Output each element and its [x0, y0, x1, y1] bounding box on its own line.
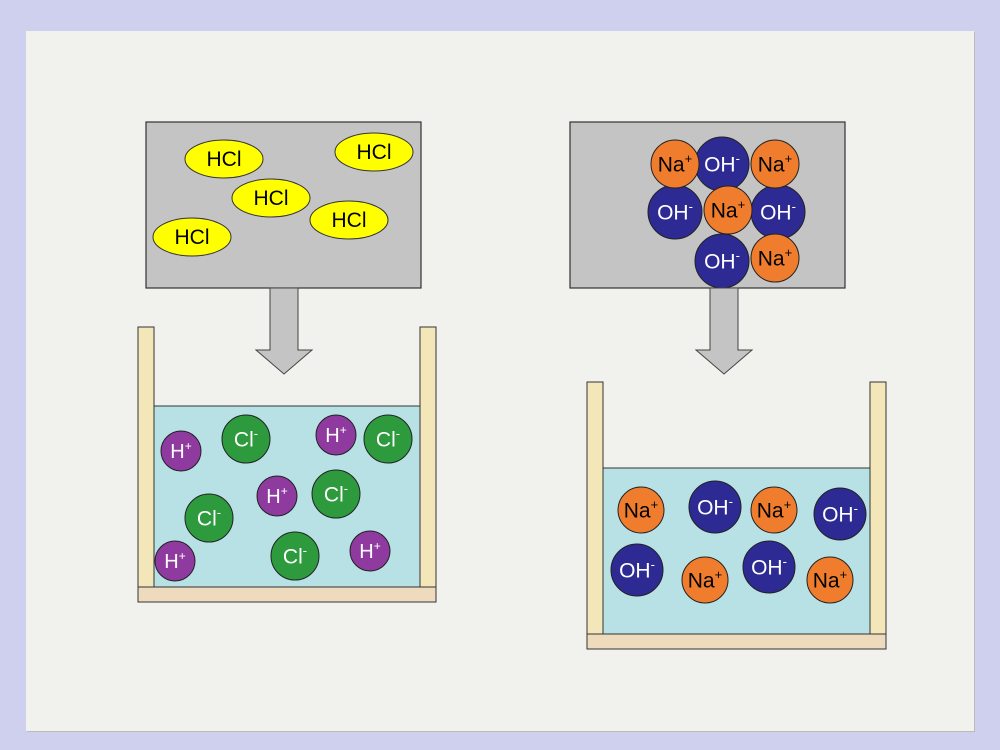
sodium-ion: Na+	[750, 139, 800, 189]
beaker-wall	[586, 381, 604, 637]
hydroxide-ion: OH-	[750, 184, 806, 240]
naoh-lattice: OH- OH- OH- OH- Na+ Na+ Na+ Na+	[647, 136, 806, 289]
sodium-ion: Na+	[750, 486, 798, 534]
hydrogen-ion: H+	[315, 414, 357, 456]
hcl-label: HCl	[332, 209, 367, 232]
right-beaker-ions: OH- OH- OH- OH- Na+ Na+ Na+ Na+	[610, 480, 867, 604]
hcl-molecule: HCl	[152, 217, 232, 257]
beaker-wall	[137, 326, 155, 596]
hydrogen-ion-label: H+	[325, 423, 346, 447]
hydroxide-ion: OH-	[694, 233, 750, 289]
hcl-label: HCl	[254, 187, 289, 210]
hydroxide-ion-label: OH-	[657, 199, 693, 224]
sodium-ion: Na+	[650, 139, 700, 189]
hcl-molecule: HCl	[309, 200, 389, 240]
sodium-ion-label: Na+	[658, 151, 692, 176]
down-arrow-icon	[254, 287, 314, 375]
sodium-ion-label: Na+	[711, 197, 745, 222]
hydroxide-ion-label: OH-	[822, 501, 858, 526]
hydroxide-ion: OH-	[647, 184, 703, 240]
hydroxide-ion: OH-	[610, 543, 664, 597]
sodium-ion-label: Na+	[758, 245, 792, 270]
beaker-wall	[869, 381, 887, 637]
hydroxide-ion-label: OH-	[697, 494, 733, 519]
left-beaker-ions: H+ H+ H+ H+ H+ Cl- Cl- Cl- Cl- Cl-	[154, 414, 413, 582]
hcl-source-box: HCl HCl HCl HCl HCl	[145, 121, 422, 289]
hcl-molecule: HCl	[334, 132, 414, 172]
sodium-ion: Na+	[703, 185, 753, 235]
hydroxide-ion: OH-	[694, 136, 750, 192]
sodium-ion-label: Na+	[757, 497, 791, 522]
sodium-ion-label: Na+	[688, 567, 722, 592]
hydrogen-ion-label: H+	[359, 539, 380, 563]
chloride-ion: Cl-	[270, 531, 320, 581]
chloride-ion: Cl-	[184, 493, 234, 543]
hydrogen-ion: H+	[349, 530, 391, 572]
chloride-ion: Cl-	[363, 414, 413, 464]
hydrogen-ion-label: H+	[170, 439, 191, 463]
sodium-ion: Na+	[681, 556, 729, 604]
chloride-ion: Cl-	[221, 414, 271, 464]
sodium-ion: Na+	[806, 556, 854, 604]
sodium-ion-label: Na+	[758, 151, 792, 176]
down-arrow-icon	[694, 287, 754, 375]
hydroxide-ion-label: OH-	[704, 151, 740, 176]
hydrogen-ion-label: H+	[164, 549, 185, 573]
hydrogen-ion: H+	[160, 430, 202, 472]
hcl-molecule: HCl	[184, 139, 264, 179]
chloride-ion-label: Cl-	[283, 543, 307, 568]
hcl-molecule: HCl	[231, 178, 311, 218]
hydroxide-ion-label: OH-	[751, 554, 787, 579]
hydrogen-ion-label: H+	[266, 484, 287, 508]
hydroxide-ion: OH-	[813, 487, 867, 541]
hydroxide-ion: OH-	[742, 540, 796, 594]
beaker-base	[137, 586, 437, 603]
hydrogen-ion: H+	[154, 540, 196, 582]
hcl-label: HCl	[357, 141, 392, 164]
sodium-ion: Na+	[617, 486, 665, 534]
hcl-label: HCl	[175, 226, 210, 249]
hcl-label: HCl	[207, 148, 242, 171]
chloride-ion-label: Cl-	[197, 505, 221, 530]
chloride-ion: Cl-	[311, 469, 361, 519]
sodium-ion: Na+	[750, 233, 800, 283]
chloride-ion-label: Cl-	[376, 426, 400, 451]
hydroxide-ion-label: OH-	[619, 557, 655, 582]
beaker-wall	[419, 326, 437, 596]
hydroxide-ion-label: OH-	[704, 248, 740, 273]
sodium-ion-label: Na+	[624, 497, 658, 522]
chloride-ion-label: Cl-	[324, 481, 348, 506]
beaker-base	[586, 633, 887, 650]
hydrogen-ion: H+	[256, 475, 298, 517]
chloride-ion-label: Cl-	[234, 426, 258, 451]
hydroxide-ion: OH-	[688, 480, 742, 534]
hydroxide-ion-label: OH-	[760, 199, 796, 224]
sodium-ion-label: Na+	[813, 567, 847, 592]
